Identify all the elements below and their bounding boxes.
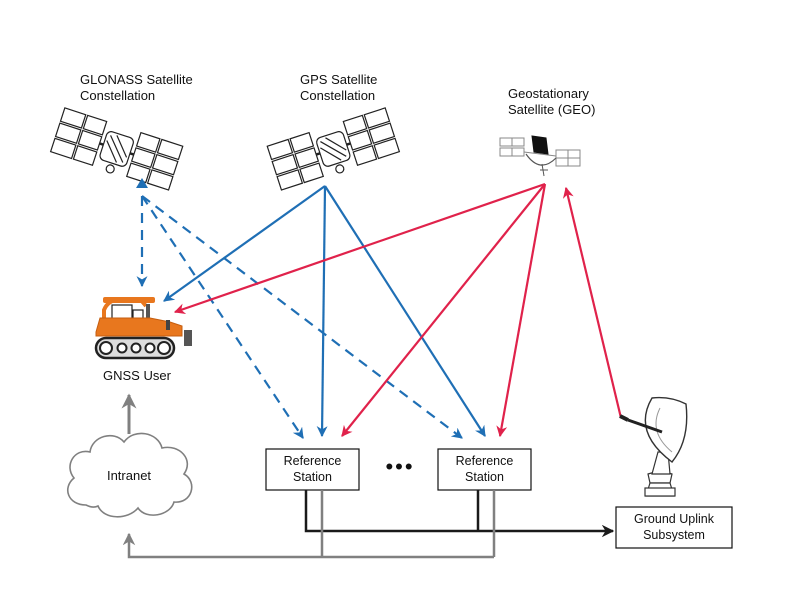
ref1-label-line2: Station (293, 470, 332, 484)
gnss-user-label: GNSS User (103, 368, 172, 383)
geo-to-ref2-link (496, 183, 547, 438)
cloud-icon (66, 432, 193, 518)
glonass-label-line1: GLONASS Satellite (80, 72, 193, 87)
uplink-to-geo-link (562, 186, 623, 419)
geo-label-line1: Geostationary (508, 86, 589, 101)
gps-to-ref2-link (324, 185, 486, 437)
satellite-icon (266, 107, 401, 191)
glonass-uplink-arrowhead (136, 178, 148, 188)
geo-signal-links (173, 182, 623, 438)
gps-to-user-link (163, 185, 326, 302)
gps-signal-links (163, 185, 486, 438)
glonass-to-ref1-link (141, 195, 304, 439)
glonass-signal-links (136, 195, 463, 439)
intranet-network-lines (122, 490, 496, 559)
geo-to-user-link (173, 182, 546, 314)
glonass-to-ref2-link (141, 195, 463, 439)
tractor-icon (94, 297, 192, 360)
gps-label-line1: GPS Satellite (300, 72, 377, 87)
gps-label-line2: Constellation (300, 88, 375, 103)
reference-station-box (265, 448, 360, 491)
geo-to-ref1-link (341, 183, 546, 437)
uplink-label-line1: Ground Uplink (634, 512, 715, 526)
satellite-icon (49, 107, 184, 191)
geo-label-line2: Satellite (GEO) (508, 102, 595, 117)
ground-uplink-box (615, 506, 733, 549)
reference-station-box (437, 448, 532, 491)
ref1-label-line1: Reference (284, 454, 342, 468)
intranet-label: Intranet (107, 468, 151, 483)
uplink-label-line2: Subsystem (643, 528, 705, 542)
glonass-label-line2: Constellation (80, 88, 155, 103)
gps-to-ref1-link (316, 185, 328, 438)
ref2-label-line2: Station (465, 470, 504, 484)
ellipsis-label: ••• (385, 454, 414, 479)
satellite-dish-icon (619, 396, 688, 497)
geo-satellite-icon (499, 135, 581, 177)
ref2-label-line1: Reference (456, 454, 514, 468)
uplink-network-lines (304, 490, 615, 538)
